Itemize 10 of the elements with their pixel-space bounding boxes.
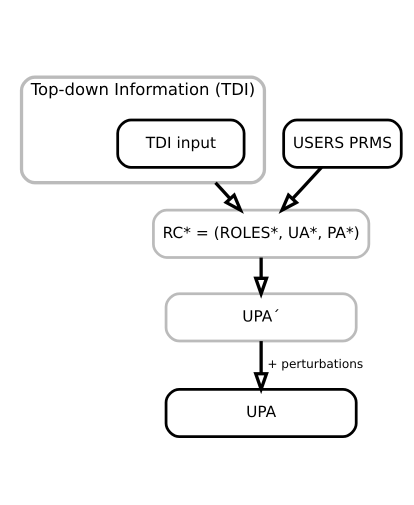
node-box: USERS PRMS [282, 118, 403, 169]
arrow [214, 182, 244, 214]
node-box: UPA´ [164, 292, 358, 342]
node-box: RC* = (ROLES*, UA*, PA*) [152, 208, 370, 259]
arrow [253, 258, 269, 299]
arrow [278, 166, 323, 214]
arrow [253, 341, 269, 394]
node-box: TDI input [116, 118, 246, 169]
node-box: UPA [164, 388, 358, 438]
edge-label: + perturbations [267, 357, 364, 372]
